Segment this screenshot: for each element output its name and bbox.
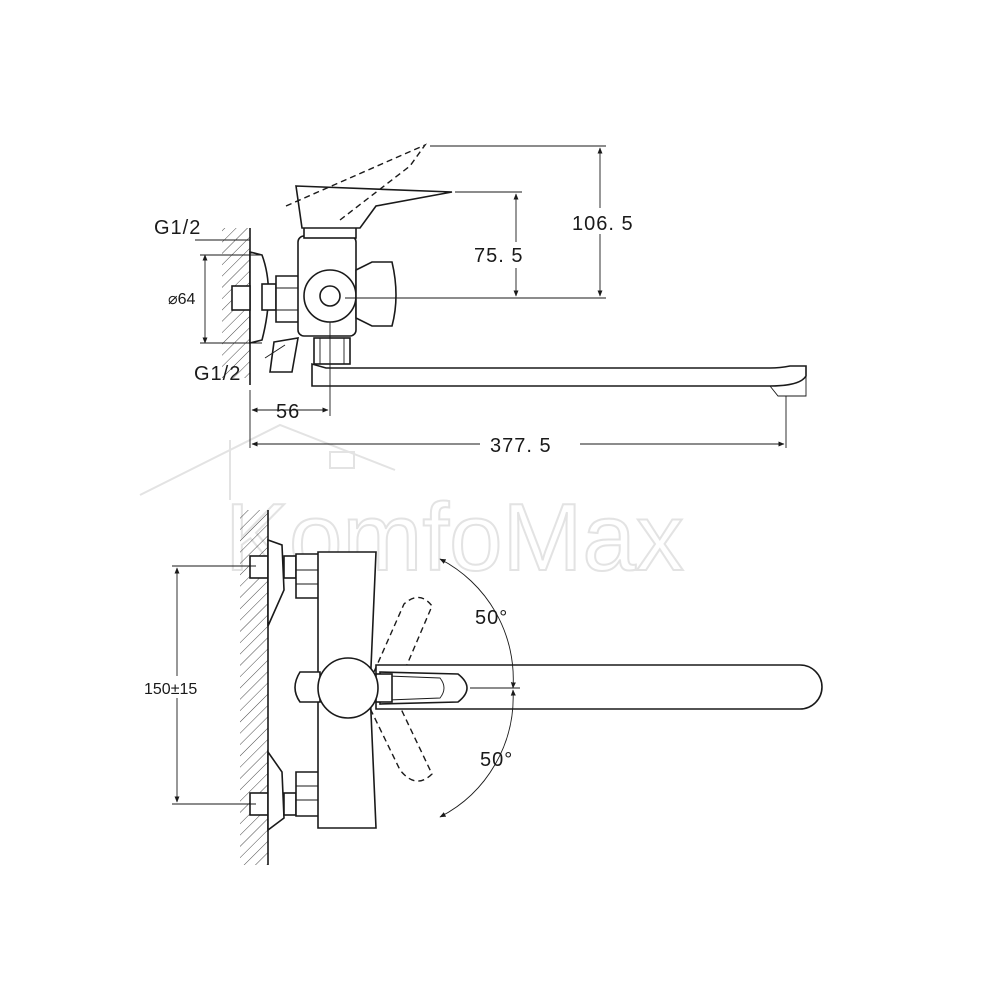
side-view: G1/2 ⌀64 G1/2 56 377. 5 75. 5 106. 5 [154, 143, 807, 457]
lever-handle-raised [285, 143, 428, 221]
thread-label-bottom: G1/2 [194, 363, 241, 385]
dim-150: 150±15 [144, 681, 197, 698]
handle-rotated-up [365, 596, 433, 701]
lever-handle-top [294, 671, 321, 703]
handle-rotated-down [365, 689, 433, 782]
spout [311, 362, 807, 387]
lever-handle [295, 185, 453, 229]
thread-label-top: G1/2 [154, 217, 201, 239]
top-view: 150±15 50° 50° [140, 510, 823, 865]
angle-upper: 50° [475, 607, 508, 629]
dim-75-5: 75. 5 [474, 245, 523, 267]
dim-56: 56 [276, 401, 300, 423]
diameter-label: ⌀64 [168, 291, 196, 308]
dim-106-5: 106. 5 [572, 213, 634, 235]
house-logo-icon [139, 423, 396, 500]
angle-lower: 50° [480, 749, 513, 771]
handle-hub [317, 657, 379, 719]
dim-377-5: 377. 5 [490, 435, 552, 457]
